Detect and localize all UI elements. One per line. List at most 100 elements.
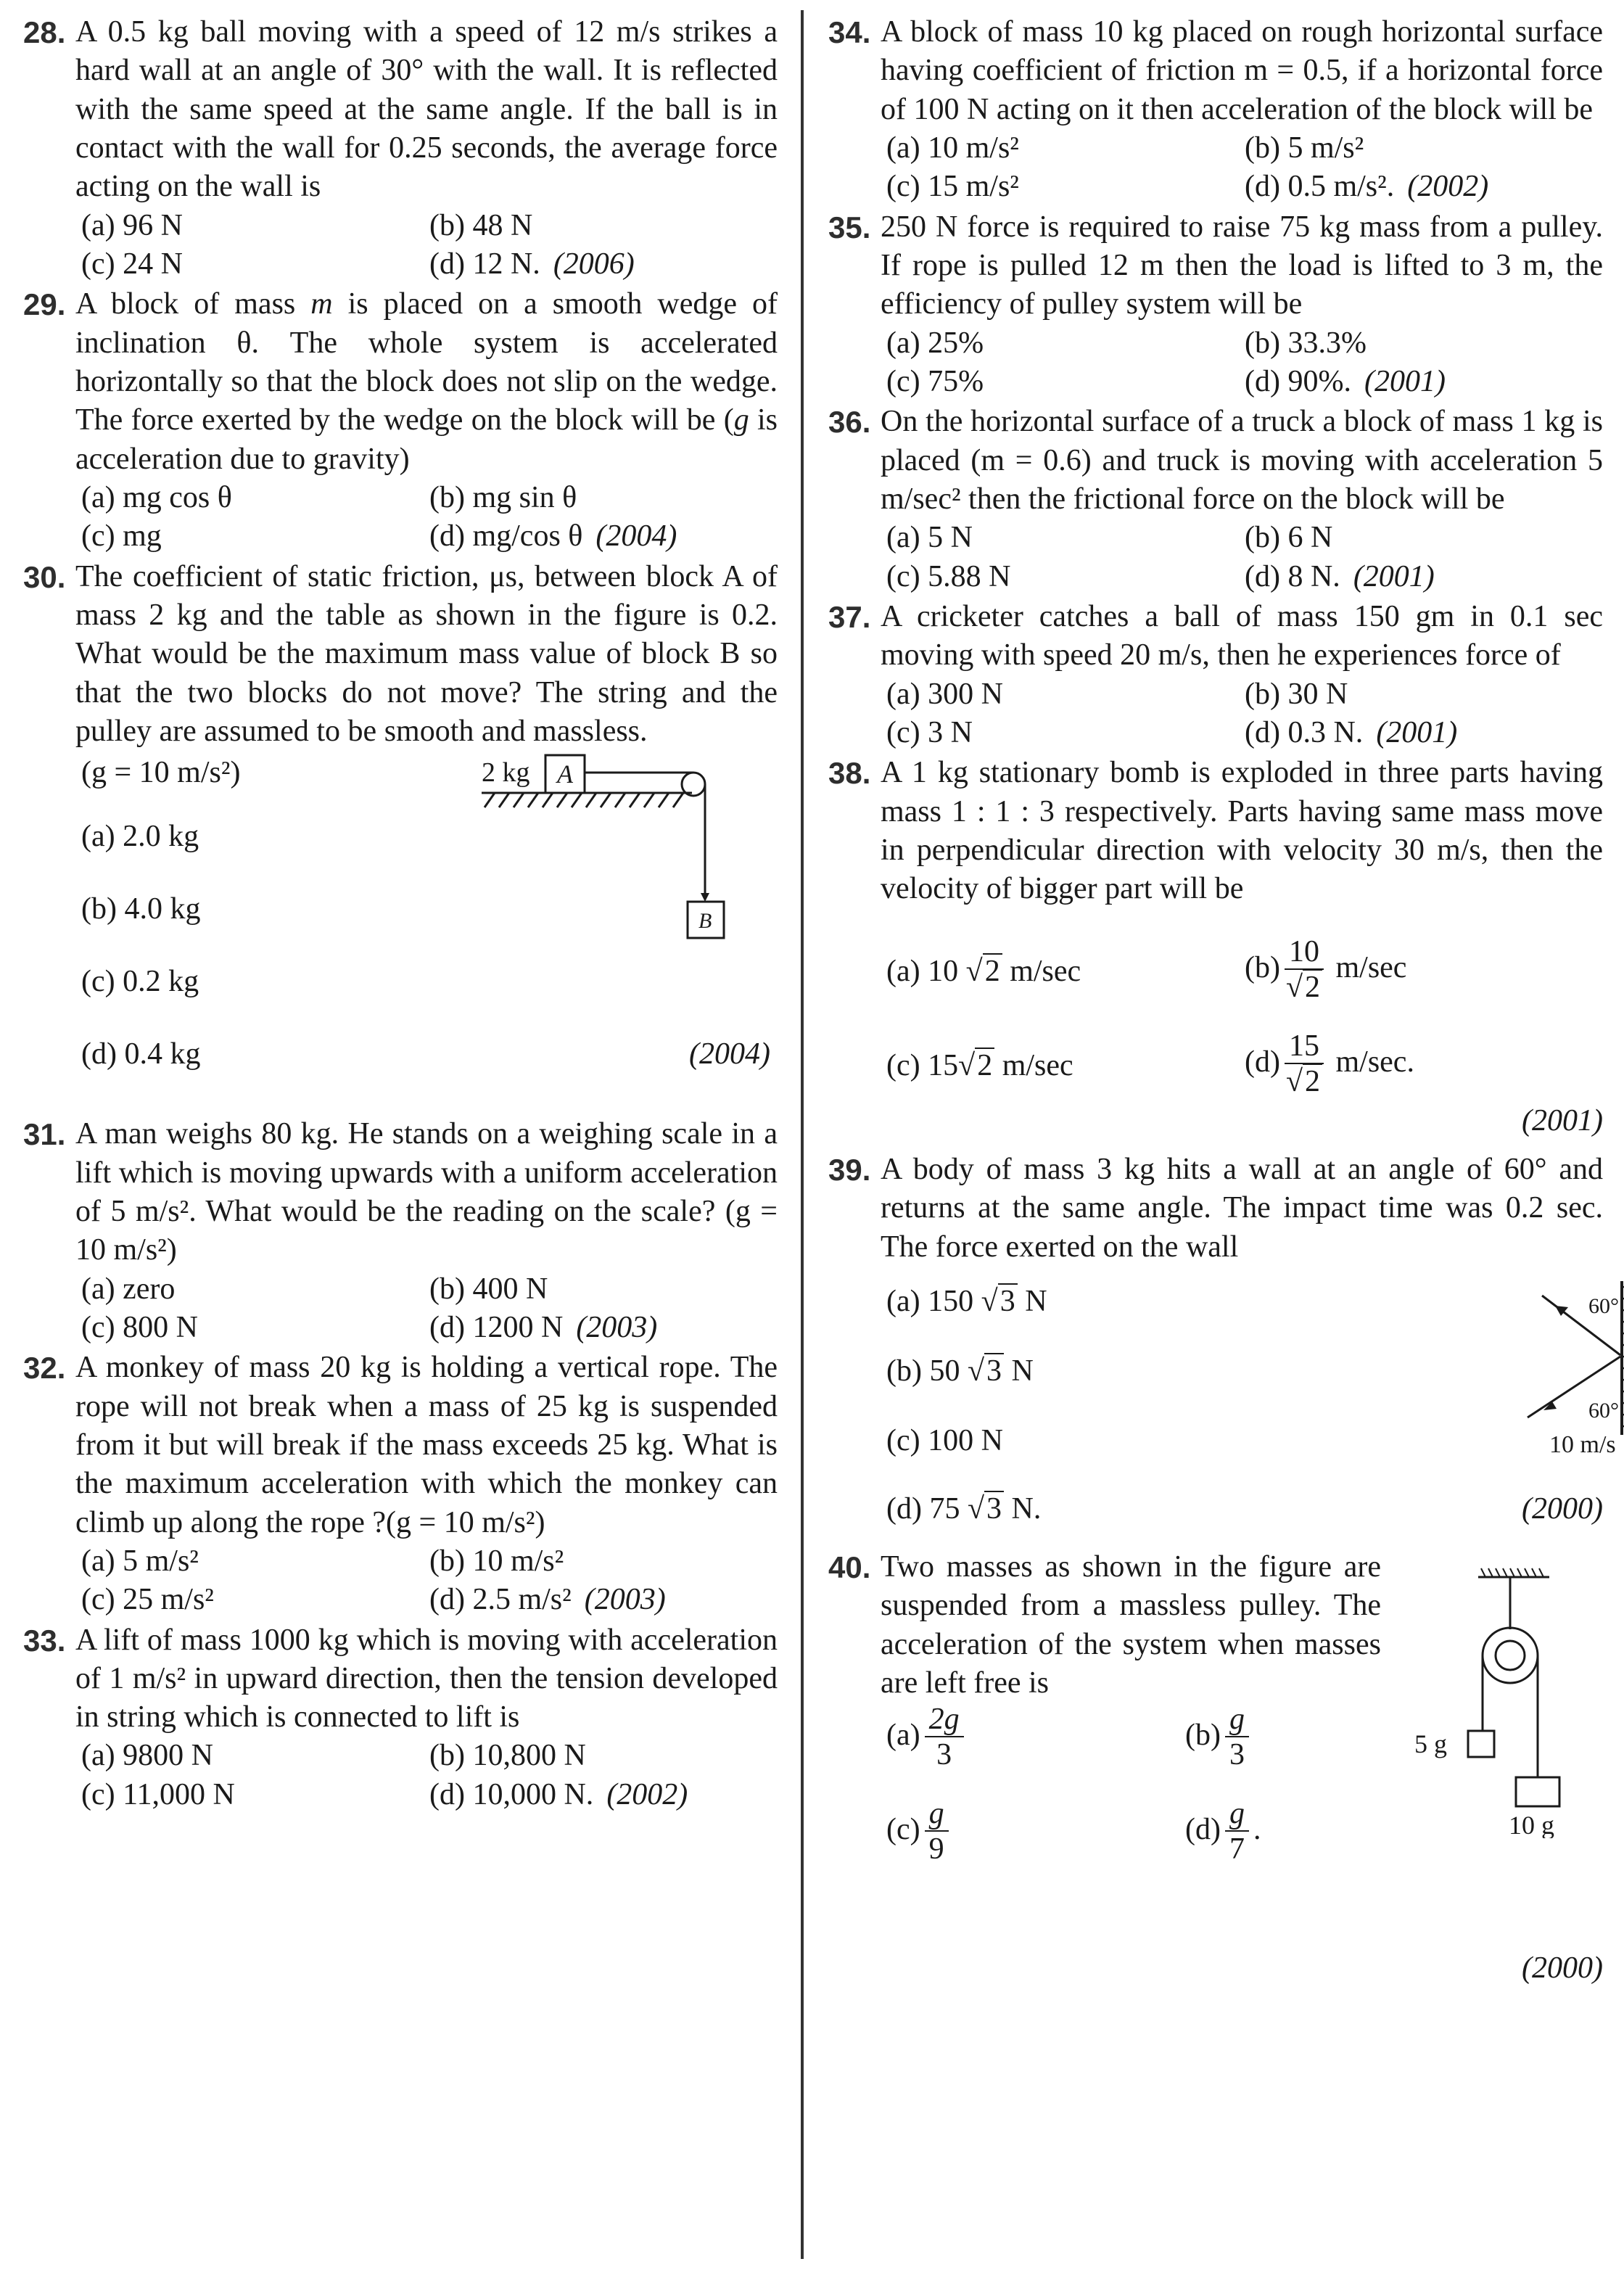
atwood-pulley-figure: 5 g 10 g	[1414, 1568, 1561, 1838]
question-number: 40.	[828, 1550, 871, 1584]
option-c: (c) 800 N	[81, 1310, 198, 1344]
option-c: (c) mg	[81, 519, 162, 553]
option-d: (d) 12 N.(2006)	[429, 247, 635, 281]
incoming-ray	[1541, 1294, 1621, 1357]
year-tag: (2001)	[1353, 559, 1435, 593]
mass-10g	[1514, 1776, 1561, 1808]
right-column: 34. A block of mass 10 kg placed on roug…	[828, 13, 1624, 1988]
mass-10g-label: 10 g	[1509, 1811, 1554, 1838]
year-tag: (2006)	[553, 247, 635, 281]
question-stem: A body of mass 3 kg hits a wall at an an…	[881, 1152, 1603, 1264]
question-31: 31. A man weighs 80 kg. He stands on a w…	[23, 1115, 778, 1347]
option-d: (d) 0.3 N.(2001)	[1245, 715, 1458, 749]
options: (a) 10 √2 m/sec (b)10√2 m/sec (c) 15√2 m…	[881, 935, 1603, 1102]
question-number: 28.	[23, 15, 66, 49]
year-tag: (2003)	[576, 1310, 658, 1344]
year-tag: (2004)	[595, 519, 677, 553]
question-stem: A monkey of mass 20 kg is holding a vert…	[75, 1351, 778, 1539]
option-a: (a) 9800 N	[81, 1739, 213, 1773]
option-b: (b) 5 m/s²	[1245, 131, 1364, 165]
option-a: (a) 10 √2 m/sec	[886, 952, 1081, 988]
block-b-label: B	[698, 909, 712, 933]
q30-options-with-figure: (g = 10 m/s²) (a) 2.0 kg (b) 4.0 kg (c) …	[75, 751, 778, 1114]
question-number: 39.	[828, 1152, 871, 1187]
option-d: (d) 0.5 m/s².(2002)	[1245, 170, 1489, 204]
option-c: (c) 15 m/s²	[886, 170, 1019, 204]
angle-label-bottom: 60°	[1588, 1399, 1619, 1423]
option-d: (d) 0.4 kg	[81, 1037, 201, 1071]
option-a: (a) 5 m/s²	[81, 1544, 199, 1578]
question-number: 33.	[23, 1623, 66, 1658]
option-d: (d) 1200 N(2003)	[429, 1310, 658, 1344]
question-40: 40. Two masses as shown in the figure ar…	[828, 1548, 1603, 1988]
question-33: 33. A lift of mass 1000 kg which is movi…	[23, 1621, 778, 1815]
option-a: (a) 2.0 kg	[81, 820, 199, 854]
table-hatching	[483, 792, 685, 809]
mass-5g	[1467, 1729, 1496, 1758]
option-a: (a) 300 N	[886, 677, 1003, 711]
option-a: (a) zero	[81, 1272, 176, 1306]
speed-label: 10 m/s	[1549, 1431, 1616, 1458]
block-b	[686, 900, 725, 939]
question-number: 30.	[23, 559, 66, 594]
option-a: (a) 150 √3 N	[886, 1283, 1047, 1318]
year-tag: (2002)	[1407, 170, 1489, 204]
question-stem: A block of mass m is placed on a smooth …	[75, 287, 778, 476]
q39-options-with-figure: (a) 150 √3 N (b) 50 √3 N (c) 100 N (d) 7…	[881, 1267, 1624, 1542]
question-stem: A lift of mass 1000 kg which is moving w…	[75, 1623, 778, 1734]
option-b: (b) 10,800 N	[429, 1739, 586, 1773]
question-38: 38. A 1 kg stationary bomb is exploded i…	[828, 754, 1603, 1140]
question-37: 37. A cricketer catches a ball of mass 1…	[828, 598, 1603, 752]
option-d: (d) 75 √3 N.	[886, 1490, 1042, 1526]
question-29: 29. A block of mass m is placed on a smo…	[23, 285, 778, 556]
option-c: (c) 75%	[886, 364, 984, 398]
option-b: (b)10√2 m/sec	[1245, 934, 1407, 1004]
question-number: 31.	[23, 1117, 66, 1152]
question-stem: A cricketer catches a ball of mass 150 g…	[881, 599, 1603, 672]
option-d: (d)15√2 m/sec.	[1245, 1029, 1414, 1098]
option-c: (c) 100 N	[886, 1423, 1003, 1457]
options: (a) 10 m/s² (b) 5 m/s² (c) 15 m/s² (d) 0…	[881, 129, 1603, 207]
option-b: (b) mg sin θ	[429, 480, 577, 514]
year-tag: (2001)	[1364, 364, 1446, 398]
option-b: (b) 50 √3 N	[886, 1352, 1034, 1388]
question-stem: A man weighs 80 kg. He stands on a weigh…	[75, 1117, 778, 1267]
option-c: (c) 24 N	[81, 247, 183, 281]
column-divider	[801, 10, 804, 2259]
option-c: (c) 0.2 kg	[81, 965, 199, 999]
option-c: (c) 15√2 m/sec	[886, 1047, 1073, 1082]
question-stem: A 0.5 kg ball moving with a speed of 12 …	[75, 15, 778, 204]
option-d: (d) 8 N.(2001)	[1245, 559, 1435, 593]
options: (a) zero (b) 400 N (c) 800 N (d) 1200 N(…	[75, 1270, 778, 1348]
option-b: (b) 10 m/s²	[429, 1544, 564, 1578]
question-number: 36.	[828, 405, 871, 440]
question-stem: On the horizontal surface of a truck a b…	[881, 405, 1603, 516]
question-number: 32.	[23, 1351, 66, 1386]
option-b: (b) 33.3%	[1245, 326, 1367, 360]
options: (a) 96 N (b) 48 N (c) 24 N (d) 12 N.(200…	[75, 207, 778, 284]
year-tag: (2003)	[584, 1583, 666, 1617]
question-stem: The coefficient of static friction, μs, …	[75, 559, 778, 748]
question-number: 29.	[23, 287, 66, 322]
year-tag: (2000)	[1522, 1491, 1603, 1526]
year-tag: (2000)	[1522, 1951, 1603, 1985]
option-a: (a) mg cos θ	[81, 480, 232, 514]
question-number: 37.	[828, 599, 871, 634]
question-32: 32. A monkey of mass 20 kg is holding a …	[23, 1349, 778, 1619]
left-column: 28. A 0.5 kg ball moving with a speed of…	[23, 13, 778, 1814]
question-39: 39. A body of mass 3 kg hits a wall at a…	[828, 1151, 1624, 1542]
question-stem: A block of mass 10 kg placed on rough ho…	[881, 15, 1603, 126]
outgoing-ray	[1527, 1355, 1621, 1419]
pulley	[680, 771, 706, 797]
question-35: 35. 250 N force is required to raise 75 …	[828, 208, 1603, 402]
question-stem: A 1 kg stationary bomb is exploded in th…	[881, 756, 1603, 906]
options: (a) 5 m/s² (b) 10 m/s² (c) 25 m/s² (d) 2…	[75, 1542, 778, 1620]
